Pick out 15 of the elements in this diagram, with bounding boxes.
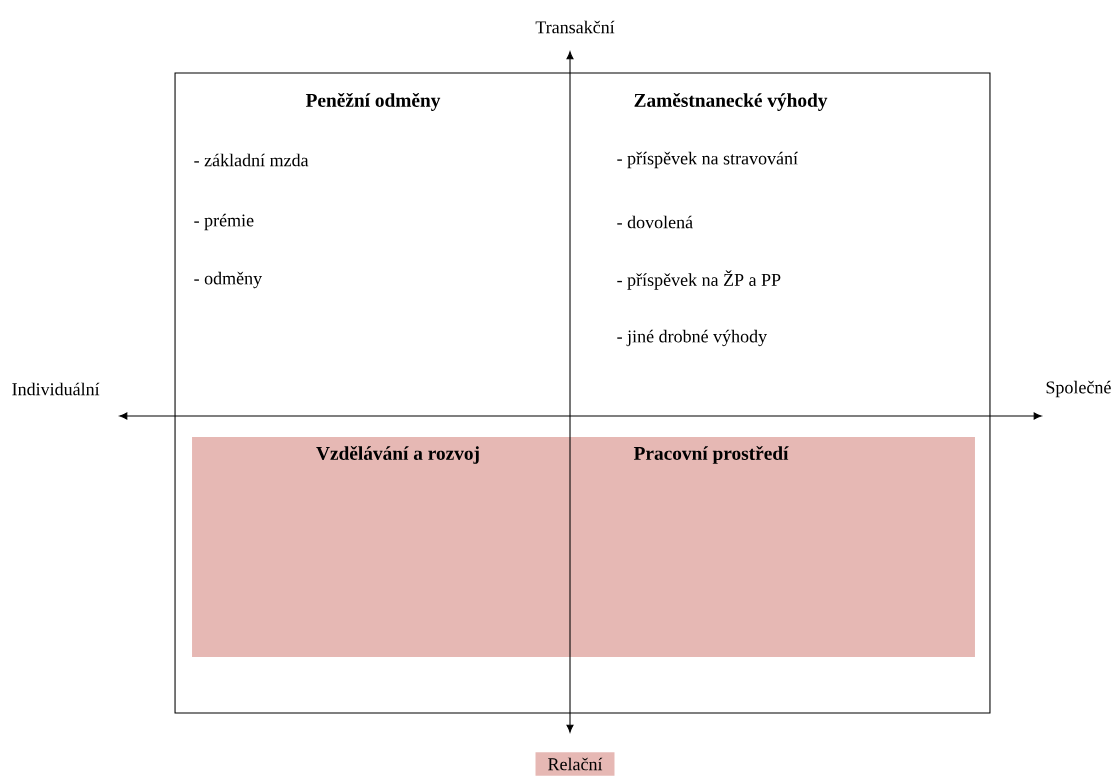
axis-label: Transakční — [535, 20, 615, 34]
heading: Zaměstnanecké výhody — [634, 93, 828, 111]
shaded-axis-label: Relační — [535, 752, 615, 776]
list-item: - dovolená — [617, 215, 693, 229]
list-item: - příspěvek na stravování — [617, 151, 798, 169]
list-item: - příspěvek na ŽP a PP — [617, 270, 781, 290]
frame-box — [174, 72, 991, 714]
heading: Peněžní odměny — [305, 93, 441, 111]
axis-label: Společné — [1046, 380, 1111, 398]
shaded-band: Vzdělávání a rozvoj Pracovní prostředí — [192, 437, 975, 657]
axis-label: Individuální — [12, 382, 100, 396]
list-item: - odměny — [194, 271, 262, 289]
list-item: - základní mzda — [194, 153, 309, 167]
list-item: - prémie — [194, 213, 254, 231]
list-item: - jiné drobné výhody — [617, 329, 767, 347]
